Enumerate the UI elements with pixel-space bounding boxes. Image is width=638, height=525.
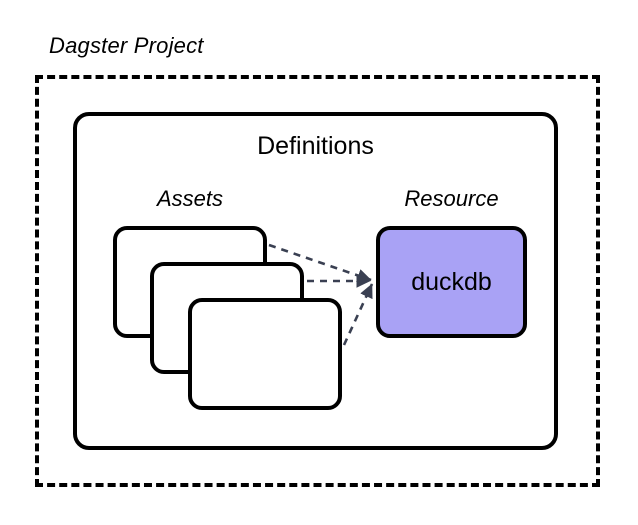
duckdb-resource-label: duckdb bbox=[411, 267, 492, 296]
project-dashed-border bbox=[35, 75, 600, 487]
assets-group-label: Assets bbox=[156, 186, 224, 211]
project-label: Dagster Project bbox=[49, 33, 204, 58]
definitions-title: Definitions bbox=[257, 132, 374, 160]
resource-group-label: Resource bbox=[404, 186, 499, 211]
duckdb-resource-node[interactable]: duckdb bbox=[376, 226, 527, 338]
asset-card[interactable] bbox=[188, 298, 342, 410]
